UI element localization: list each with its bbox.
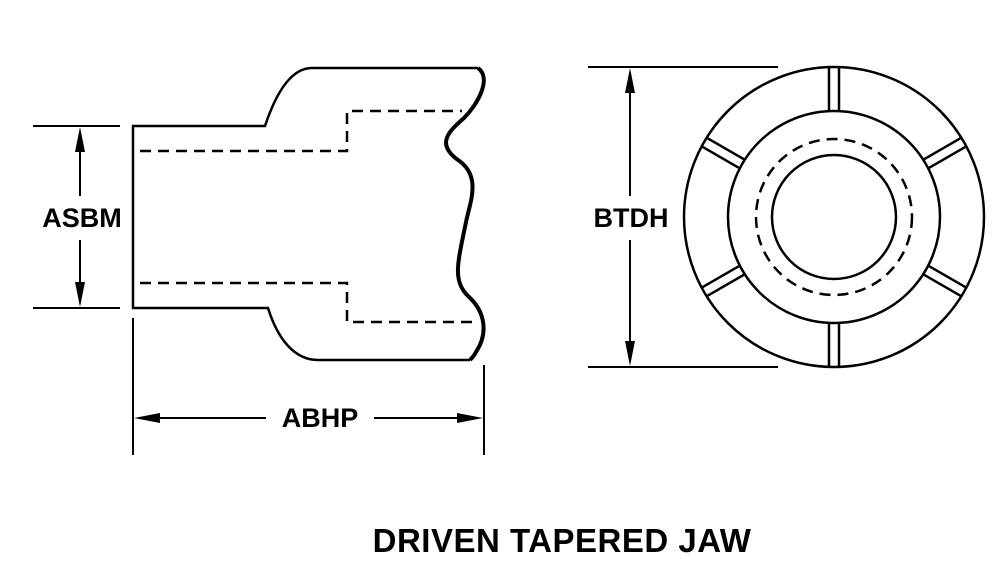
btdh-dimension: BTDH: [588, 66, 778, 368]
btdh-arrow-up: [625, 68, 635, 93]
jaw-slot-5-edge-2: [706, 273, 745, 297]
abhp-arrow-right: [457, 413, 483, 423]
jaw-slot-3-edge-1: [923, 273, 962, 297]
hidden-bore-top: [140, 109, 462, 153]
jaw-slot-6-edge-1: [706, 137, 745, 161]
abhp-label: ABHP: [282, 403, 359, 433]
asbm-dimension: ASBM: [33, 125, 122, 309]
btdh-arrow-down: [625, 341, 635, 366]
asbm-arrow-down: [75, 282, 85, 307]
outer-rim: [682, 65, 986, 369]
jaw-slot-5-edge-1: [701, 265, 740, 289]
side-view-break-line: [444, 66, 486, 362]
side-view-outline: [131, 66, 478, 362]
jaw-slot-3-edge-2: [928, 265, 967, 289]
abhp-arrow-left: [134, 413, 160, 423]
hidden-bore-bottom: [140, 281, 474, 324]
drawing-caption: DRIVEN TAPERED JAW: [373, 522, 752, 559]
jaw-slots: [701, 68, 967, 366]
jaw-slot-2-edge-2: [923, 137, 962, 161]
abhp-dimension: ABHP: [132, 318, 485, 455]
asbm-arrow-up: [75, 127, 85, 152]
end-view: [682, 65, 986, 369]
jaw-slot-6-edge-2: [701, 145, 740, 169]
hidden-bore-circle: [754, 137, 914, 297]
side-view: [131, 66, 486, 362]
jaw-face-ring: [726, 109, 942, 325]
inner-bore-circle: [770, 153, 898, 281]
asbm-label: ASBM: [42, 203, 122, 233]
btdh-label: BTDH: [594, 203, 669, 233]
jaw-slot-2-edge-1: [928, 145, 967, 169]
